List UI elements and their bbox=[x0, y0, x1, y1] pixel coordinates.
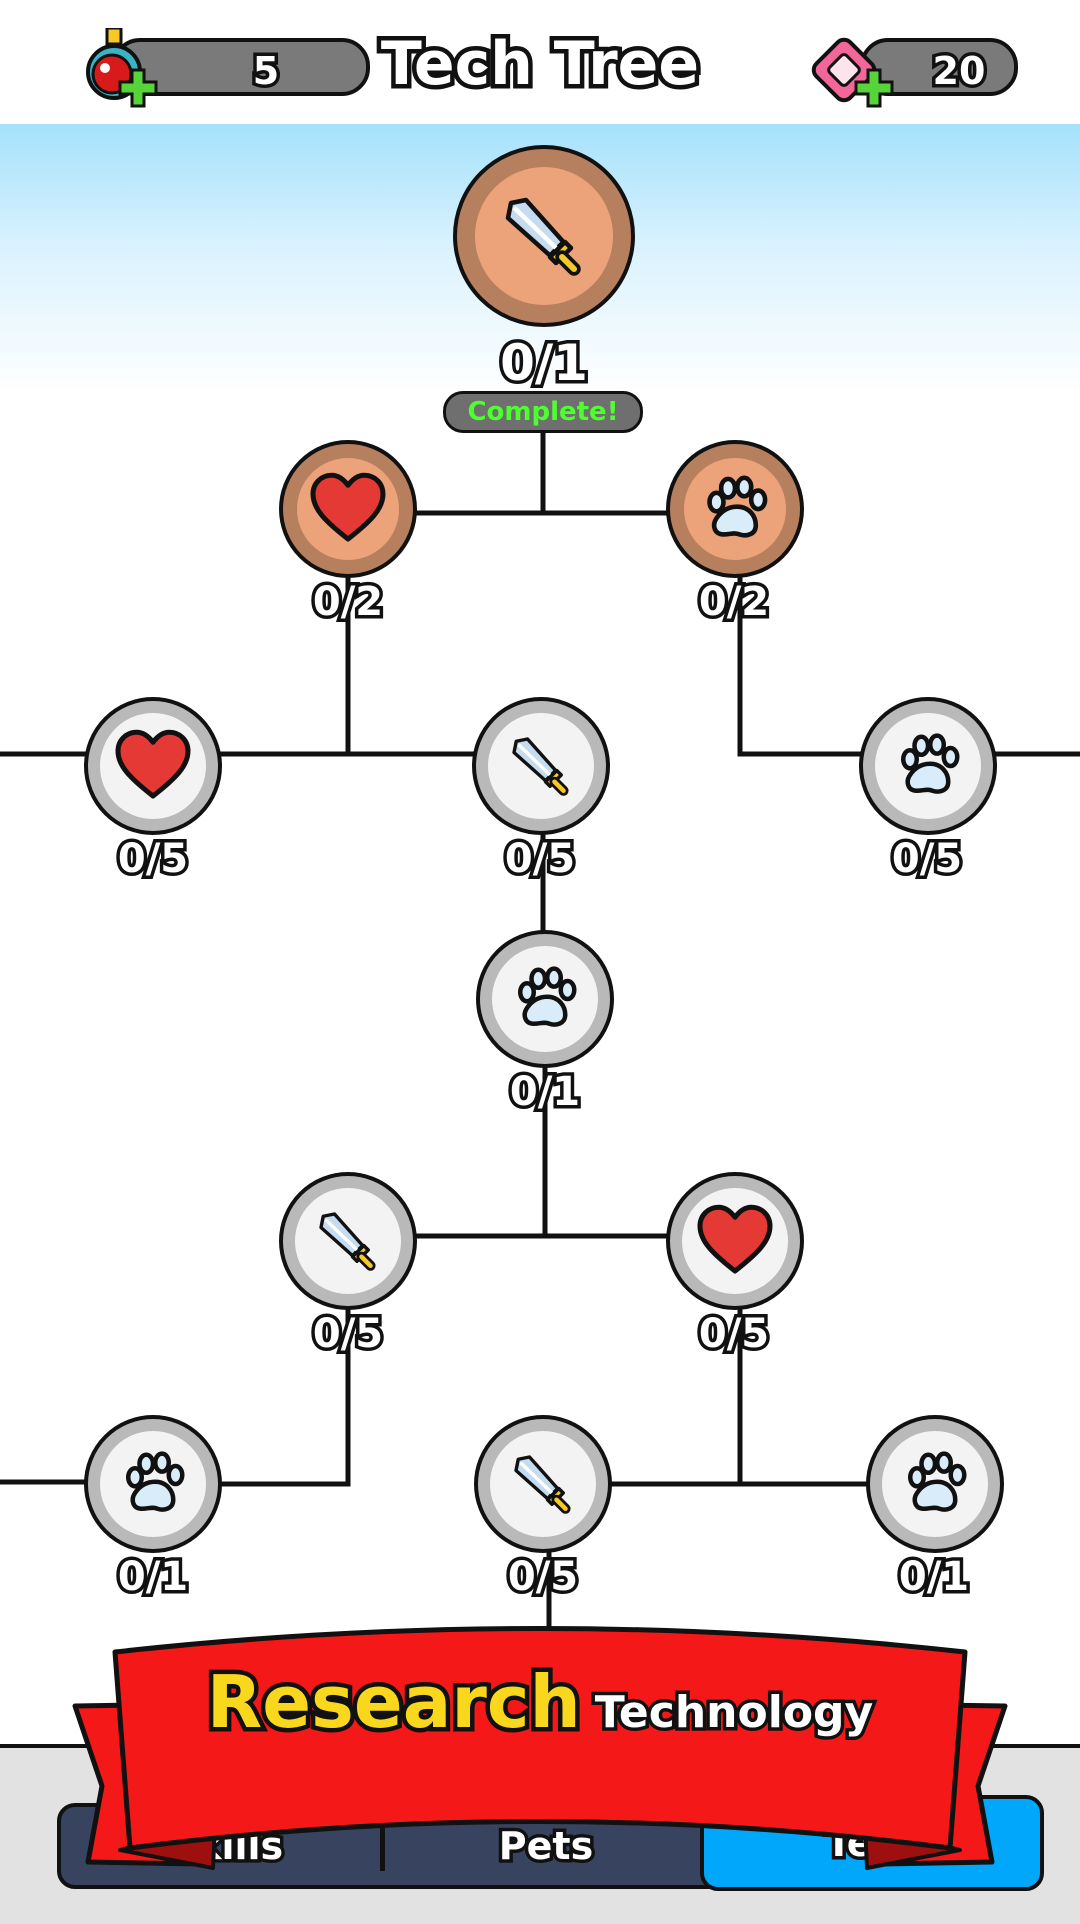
sword-icon bbox=[512, 737, 569, 796]
tech-node-sword-tier3[interactable] bbox=[472, 697, 610, 835]
tech-node-paw-tier6-right-count: 0/1 bbox=[895, 1551, 972, 1604]
tech-node-paw-tier3-count: 0/5 bbox=[888, 833, 965, 886]
sword-icon bbox=[319, 1212, 376, 1271]
paw-icon bbox=[707, 475, 768, 538]
tech-node-paw-tier4[interactable] bbox=[476, 930, 614, 1068]
gem-counter[interactable]: 20 bbox=[811, 37, 1034, 108]
heart-icon bbox=[310, 472, 386, 542]
paw-icon bbox=[518, 966, 577, 1027]
tech-node-heart-tier2[interactable] bbox=[279, 440, 417, 578]
heart-icon bbox=[115, 729, 191, 799]
top-bar: 5 Tech Tree 20 bbox=[0, 0, 1080, 124]
research-banner bbox=[72, 1626, 1008, 1870]
tech-node-paw-tier2[interactable] bbox=[666, 440, 804, 578]
tab-divider bbox=[380, 1825, 385, 1871]
tech-node-root[interactable] bbox=[453, 145, 635, 327]
tech-node-heart-tier2-count: 0/2 bbox=[309, 576, 386, 629]
heart-icon bbox=[697, 1204, 773, 1274]
add-gem-icon[interactable] bbox=[854, 68, 894, 108]
tech-node-sword-tier5[interactable] bbox=[279, 1172, 417, 1310]
tech-node-paw-tier6-right[interactable] bbox=[866, 1415, 1004, 1553]
tech-node-paw-tier4-count: 0/1 bbox=[506, 1066, 583, 1119]
tech-node-heart-tier3-count: 0/5 bbox=[114, 833, 191, 886]
potion-counter[interactable]: 5 bbox=[86, 28, 370, 108]
tech-node-heart-tier5-count: 0/5 bbox=[695, 1308, 772, 1361]
banner-word-technology: Technology bbox=[591, 1684, 876, 1742]
status-badge: Complete! bbox=[443, 391, 643, 433]
tech-node-heart-tier5[interactable] bbox=[666, 1172, 804, 1310]
tech-node-heart-tier3[interactable] bbox=[84, 697, 222, 835]
tech-node-paw-tier3[interactable] bbox=[859, 697, 997, 835]
tech-node-paw-tier2-count: 0/2 bbox=[695, 576, 772, 629]
add-potion-icon[interactable] bbox=[118, 68, 158, 108]
tech-node-sword-tier6-count: 0/5 bbox=[504, 1551, 581, 1604]
potion-count: 5 bbox=[249, 46, 282, 97]
banner-word-research: Research bbox=[202, 1656, 585, 1749]
gem-pill: 20 bbox=[860, 38, 1018, 97]
paw-icon bbox=[908, 1451, 967, 1512]
tech-node-paw-tier6-left-count: 0/1 bbox=[114, 1551, 191, 1604]
sword-icon bbox=[514, 1455, 571, 1514]
paw-icon bbox=[901, 733, 960, 794]
page-title: Tech Tree bbox=[376, 25, 703, 104]
paw-icon bbox=[126, 1451, 185, 1512]
gem-count: 20 bbox=[929, 46, 989, 97]
sword-icon bbox=[505, 197, 581, 276]
tab-pets[interactable]: Pets bbox=[495, 1821, 596, 1872]
tech-node-sword-tier3-count: 0/5 bbox=[501, 833, 578, 886]
tech-node-root-count: 0/1 bbox=[497, 331, 592, 396]
tech-node-paw-tier6-left[interactable] bbox=[84, 1415, 222, 1553]
tech-node-sword-tier5-count: 0/5 bbox=[309, 1308, 386, 1361]
tech-node-sword-tier6[interactable] bbox=[474, 1415, 612, 1553]
